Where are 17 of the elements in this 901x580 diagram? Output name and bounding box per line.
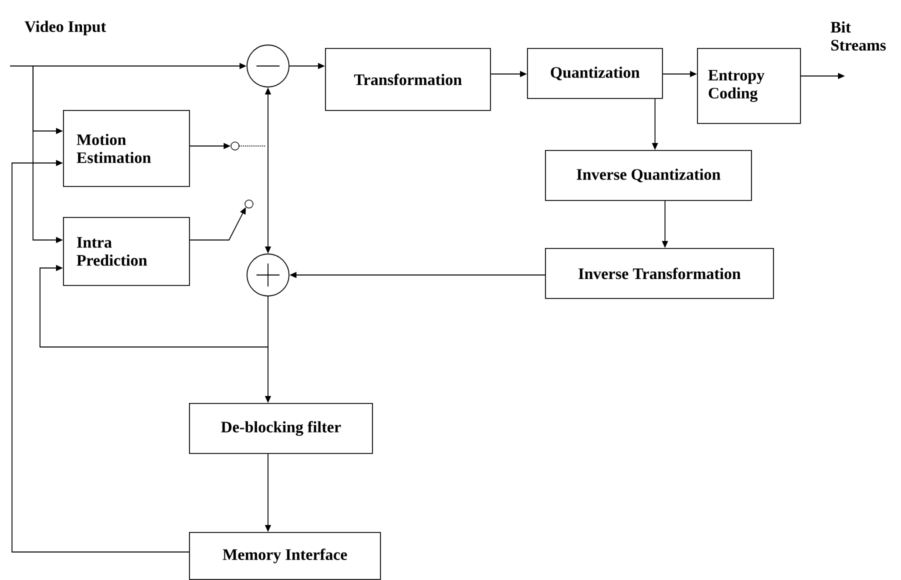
process-box: Inverse Transformation [545, 248, 774, 299]
process-box: Memory Interface [189, 532, 381, 580]
adder-circle [246, 254, 290, 296]
process-box: Motion Estimation [63, 110, 190, 187]
process-box: Transformation [325, 48, 491, 111]
label: Video Input [24, 20, 106, 36]
process-box: De-blocking filter [189, 403, 373, 454]
switch-contact [244, 200, 254, 208]
arrow [40, 264, 268, 348]
process-box: Inverse Quantization [545, 150, 752, 201]
switch-contact [230, 142, 240, 150]
arrow [12, 160, 190, 552]
subtractor-circle [246, 44, 290, 88]
process-box: Entropy Coding [697, 48, 801, 124]
label: Bit Streams [830, 21, 886, 51]
process-box: Quantization [527, 48, 663, 99]
process-box: Intra Prediction [63, 217, 190, 286]
